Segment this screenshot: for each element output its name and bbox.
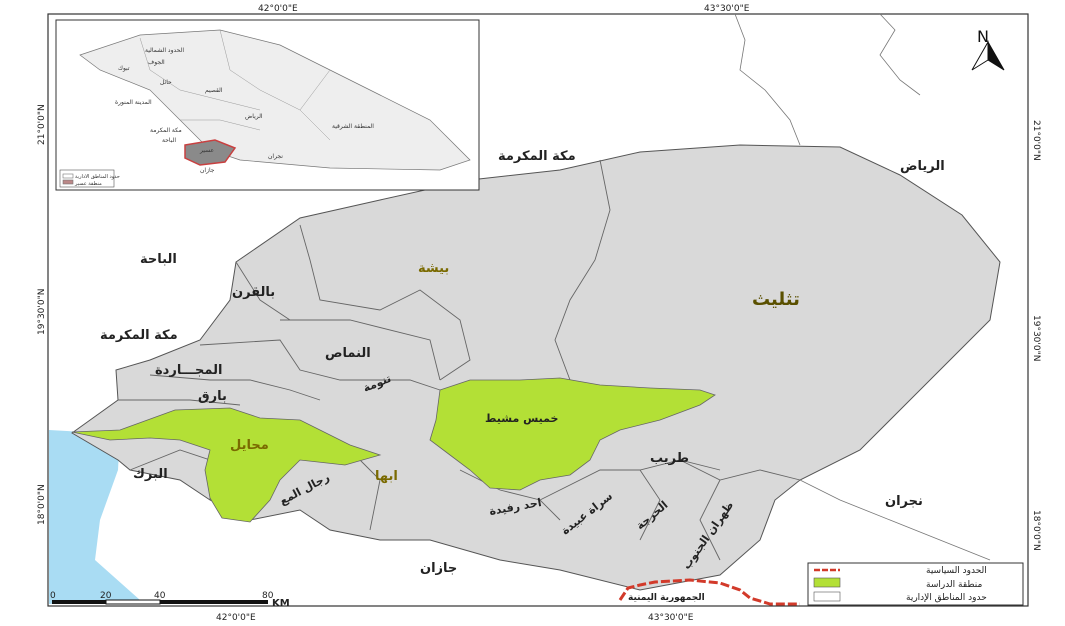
label-bisha: بيشة xyxy=(418,261,449,276)
inset-label-11: نجران xyxy=(268,153,283,160)
label-majardah: المجـــاردة xyxy=(155,363,222,378)
legend: الحدود السياسية منطقة الدراسة حدود المنا… xyxy=(807,562,1024,606)
inset-label-0: الحدود الشمالية xyxy=(145,47,184,54)
label-mahayel: محايل xyxy=(230,438,269,453)
coord-right-3: 18°0'0"N xyxy=(1031,510,1041,551)
inset-label-5: المدينة المنورة xyxy=(115,99,152,106)
label-khamis: خميس مشيط xyxy=(485,412,558,425)
inset-label-10: عسير xyxy=(199,147,214,154)
label-birk: البرك xyxy=(133,467,168,482)
scale-tick-3: 80 xyxy=(262,591,274,601)
internal-boundaries xyxy=(118,159,801,561)
label-abha: ابها xyxy=(375,469,398,484)
red-sea xyxy=(49,430,140,604)
coord-left-2: 19°30'0"N xyxy=(37,289,47,335)
inset-label-2: تبوك xyxy=(118,65,130,72)
label-balqarn: بالقرن xyxy=(232,285,275,300)
scale-tick-2: 40 xyxy=(154,591,166,601)
legend-item-political: الحدود السياسية xyxy=(926,566,987,576)
label-tarib: طريب xyxy=(650,451,689,466)
label-tathlith: تثليث xyxy=(752,289,800,310)
scale-tick-1: 20 xyxy=(100,591,112,601)
label-jazan: جازان xyxy=(420,561,457,576)
coord-right-2: 19°30'0"N xyxy=(1031,315,1041,361)
inset-label-9: الباحة xyxy=(162,137,176,144)
coord-left-3: 18°0'0"N xyxy=(37,484,47,525)
scale-tick-0: 0 xyxy=(50,591,56,601)
inset-label-7: المنطقة الشرقية xyxy=(332,123,374,130)
coord-bottom-2: 43°30'0"E xyxy=(648,613,694,623)
scale-bar: 0 20 40 80 KM xyxy=(50,591,290,609)
wadis xyxy=(734,13,991,561)
coord-top-1: 42°0'0"E xyxy=(258,4,298,14)
inset-label-8: مكة المكرمة xyxy=(150,127,182,134)
study-area-mahayel xyxy=(71,407,382,523)
label-riyadh: الرياض xyxy=(900,159,945,174)
asir-region xyxy=(71,144,1001,591)
inset-legend-1: منطقة عسير xyxy=(74,181,102,187)
label-baha: الباحة xyxy=(140,252,177,267)
study-area-khamis xyxy=(429,377,716,491)
scale-unit: KM xyxy=(272,598,290,609)
label-makkah-top: مكة المكرمة xyxy=(498,149,576,164)
inset-label-1: الجوف xyxy=(148,59,165,66)
coord-bottom-1: 42°0'0"E xyxy=(216,613,256,623)
coord-left-1: 21°0'0"N xyxy=(37,104,47,145)
inset-label-12: جازان xyxy=(200,167,215,174)
inset-label-4: القصيم xyxy=(205,87,223,94)
label-najran: نجران xyxy=(885,494,923,509)
north-arrow-icon: N xyxy=(971,27,1005,71)
inset-label-3: حائل xyxy=(160,79,172,86)
label-yemen: الجمهورية اليمنية xyxy=(628,593,705,603)
legend-item-study-area: منطقة الدراسة xyxy=(926,580,983,590)
inset-label-6: الرياض xyxy=(245,113,263,120)
inset-legend-0: حدود المناطق الادارية xyxy=(75,174,120,180)
label-bariq: بارق xyxy=(198,389,227,404)
inset-map: الحدود الشمالية الجوف تبوك حائل القصيم ا… xyxy=(55,19,480,191)
coord-top-2: 43°30'0"E xyxy=(704,4,750,14)
label-namas: النماص xyxy=(325,346,371,361)
north-arrow-letter: N xyxy=(977,27,989,46)
label-makkah-left: مكة المكرمة xyxy=(100,328,178,343)
legend-item-admin: حدود المناطق الإدارية xyxy=(906,593,987,603)
political-border xyxy=(618,578,800,606)
coord-right-1: 21°0'0"N xyxy=(1031,120,1041,161)
